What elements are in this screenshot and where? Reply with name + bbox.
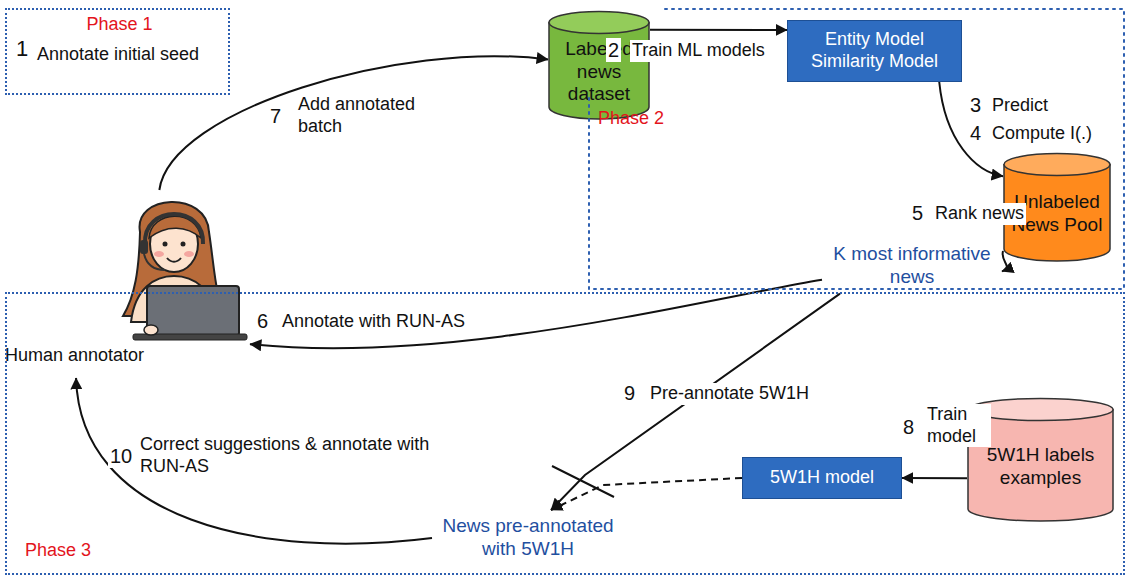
edge-label: Predict xyxy=(990,95,1050,117)
node-text: K most informative news xyxy=(827,243,997,289)
edge-label: Train ML models xyxy=(630,40,767,62)
flow-arrow xyxy=(159,56,548,190)
dashed-arrow xyxy=(551,478,742,510)
node-text: 5W1H model xyxy=(770,467,874,489)
flow-arrow xyxy=(76,378,432,544)
edge-label: Add annotated batch xyxy=(296,94,435,137)
edge-label: Annotate with RUN-AS xyxy=(280,311,467,333)
result-text-node: K most informative news xyxy=(822,238,1002,294)
callout-number: 1 xyxy=(14,36,30,62)
edge-label: Correct suggestions & annotate with RUN-… xyxy=(138,434,432,477)
flow-arrow xyxy=(902,477,967,479)
phase-title: Phase 2 xyxy=(598,108,688,130)
examples-cylinder: 5W1H labels examples xyxy=(967,397,1114,522)
callout-number: 6 xyxy=(255,309,270,333)
node-text: 5W1H labels examples xyxy=(972,444,1109,490)
node-text: Unlabeled News Pool xyxy=(1008,191,1106,237)
phase-region: Phase 2 Entity Model Similarity ModelUnla… xyxy=(588,8,1125,290)
node-text: Human annotator xyxy=(5,345,205,367)
dataset-cylinder: Labeled news dataset xyxy=(548,10,650,120)
annotator-node: Human annotator xyxy=(5,190,250,378)
callout-number: 10 xyxy=(108,444,134,468)
callout-number: 7 xyxy=(268,104,283,128)
node-text: Entity Model Similarity Model xyxy=(793,29,956,72)
model-box: Entity Model Similarity Model xyxy=(787,20,962,82)
callout-number: 4 xyxy=(968,121,983,145)
flow-arrow xyxy=(650,29,787,31)
callout-number: 5 xyxy=(910,201,925,225)
edge-label: Pre-annotate 5W1H xyxy=(648,383,811,405)
node-text: Annotate initial seed xyxy=(37,44,232,66)
switch-bar xyxy=(552,466,614,497)
node-text: News pre-annotated with 5W1H xyxy=(437,515,619,561)
result-text-node: News pre-annotated with 5W1H xyxy=(432,510,624,566)
callout-number: 8 xyxy=(901,415,916,439)
phase-region: Phase 1 Annotate initial seed xyxy=(5,8,230,95)
phase-title: Phase 3 xyxy=(25,540,125,562)
phase-title: Phase 1 xyxy=(7,14,232,36)
callout-number: 3 xyxy=(968,93,983,117)
flow-arrow xyxy=(939,82,1003,176)
pool-cylinder: Unlabeled News Pool xyxy=(1003,152,1111,262)
callout-number: 9 xyxy=(622,381,637,405)
model-box: 5W1H model xyxy=(742,457,902,499)
flow-arrow xyxy=(1002,251,1007,271)
phase-region: Phase 3 5W1H model 5W1H labels examplesNew… xyxy=(5,292,1125,575)
node-text: Labeled news dataset xyxy=(553,38,645,106)
annotator-illustration xyxy=(123,202,247,340)
step-label: Compute I(.) xyxy=(990,123,1094,145)
